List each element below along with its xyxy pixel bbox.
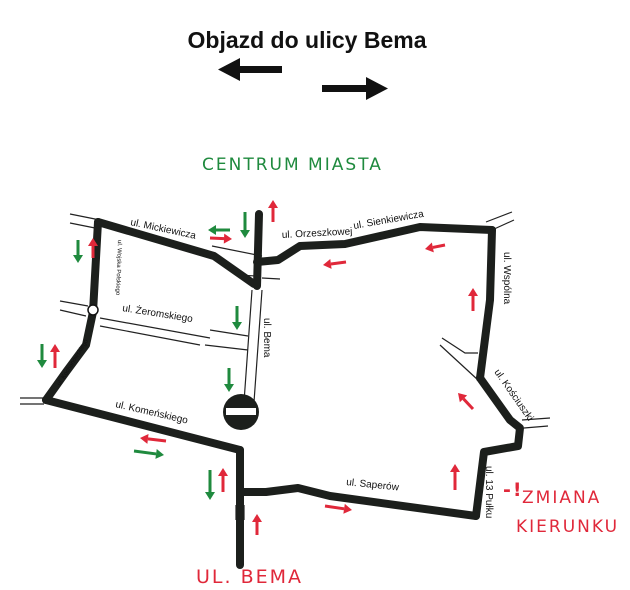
- red-arrow-icon: [140, 433, 167, 444]
- green-arrow-icon: [224, 368, 234, 392]
- route-bema-north: [253, 210, 263, 290]
- route-mickiewicza: [94, 218, 258, 288]
- direction-arrows: [37, 200, 478, 535]
- red-arrow-icon: [425, 242, 446, 253]
- street-label-kosciuszki: ul. Kościuszki: [492, 367, 536, 423]
- direction-change-line1: ZMIANA: [522, 488, 601, 508]
- route-kochanowskiego-wojska-polskiego: [42, 218, 102, 404]
- route-komenskiego: [42, 396, 244, 454]
- green-arrow-icon: [240, 212, 250, 238]
- green-arrow-icon: [37, 344, 47, 368]
- red-arrow-icon: [468, 288, 478, 311]
- detour-route: [42, 210, 524, 569]
- green-arrow-icon: [205, 470, 215, 500]
- exclamation-mark: -!: [503, 479, 524, 501]
- right-arrow-icon: [322, 77, 388, 100]
- street-label-wojska-polskiego: ul. Wojska Polskiego: [114, 240, 122, 296]
- red-arrow-icon: [268, 200, 278, 222]
- street-label-zeromskiego: ul. Żeromskiego: [122, 301, 195, 325]
- street-label-orzeszkowej: ul. Orzeszkowej: [282, 226, 353, 241]
- route-wspolna: [476, 226, 496, 382]
- street-label-wspolna: ul. Wspólna: [501, 252, 512, 305]
- route-orzeszkowej-sienkiewicza: [253, 223, 496, 266]
- route-kosciuszki: [472, 374, 524, 520]
- red-arrow-icon: [50, 344, 60, 368]
- red-arrow-icon: [450, 464, 460, 490]
- street-label-kochanowskiego: ul. Kochanowskiego: [57, 338, 91, 387]
- red-arrow-icon: [218, 468, 228, 492]
- street-label-saperow: ul. Saperów: [346, 477, 400, 494]
- bema-street-handwritten-label: UL. BEMA: [196, 566, 303, 588]
- no-entry-icon: [223, 394, 259, 430]
- city-center-label: CENTRUM MIASTA: [202, 155, 383, 175]
- green-arrow-icon: [73, 240, 83, 263]
- roundabout-icon: [87, 304, 99, 316]
- street-label-13-pulku: ul. 13 Pułku: [483, 466, 494, 518]
- red-arrow-icon: [458, 393, 475, 411]
- green-arrow-icon: [232, 306, 242, 330]
- street-label-bema: ul. Bema: [261, 318, 272, 358]
- red-arrow-icon: [88, 238, 98, 258]
- red-arrow-icon: [323, 259, 347, 269]
- red-arrow-icon: [324, 503, 352, 514]
- left-arrow-icon: [218, 58, 282, 81]
- direction-change-line2: KIERUNKU: [516, 517, 619, 537]
- red-arrow-icon: [209, 233, 232, 244]
- map-title: Objazd do ulicy Bema: [188, 27, 427, 53]
- green-arrow-icon: [133, 448, 164, 459]
- green-arrow-icon: [208, 225, 230, 235]
- red-arrow-icon: [252, 514, 262, 535]
- route-saperow: [238, 484, 480, 520]
